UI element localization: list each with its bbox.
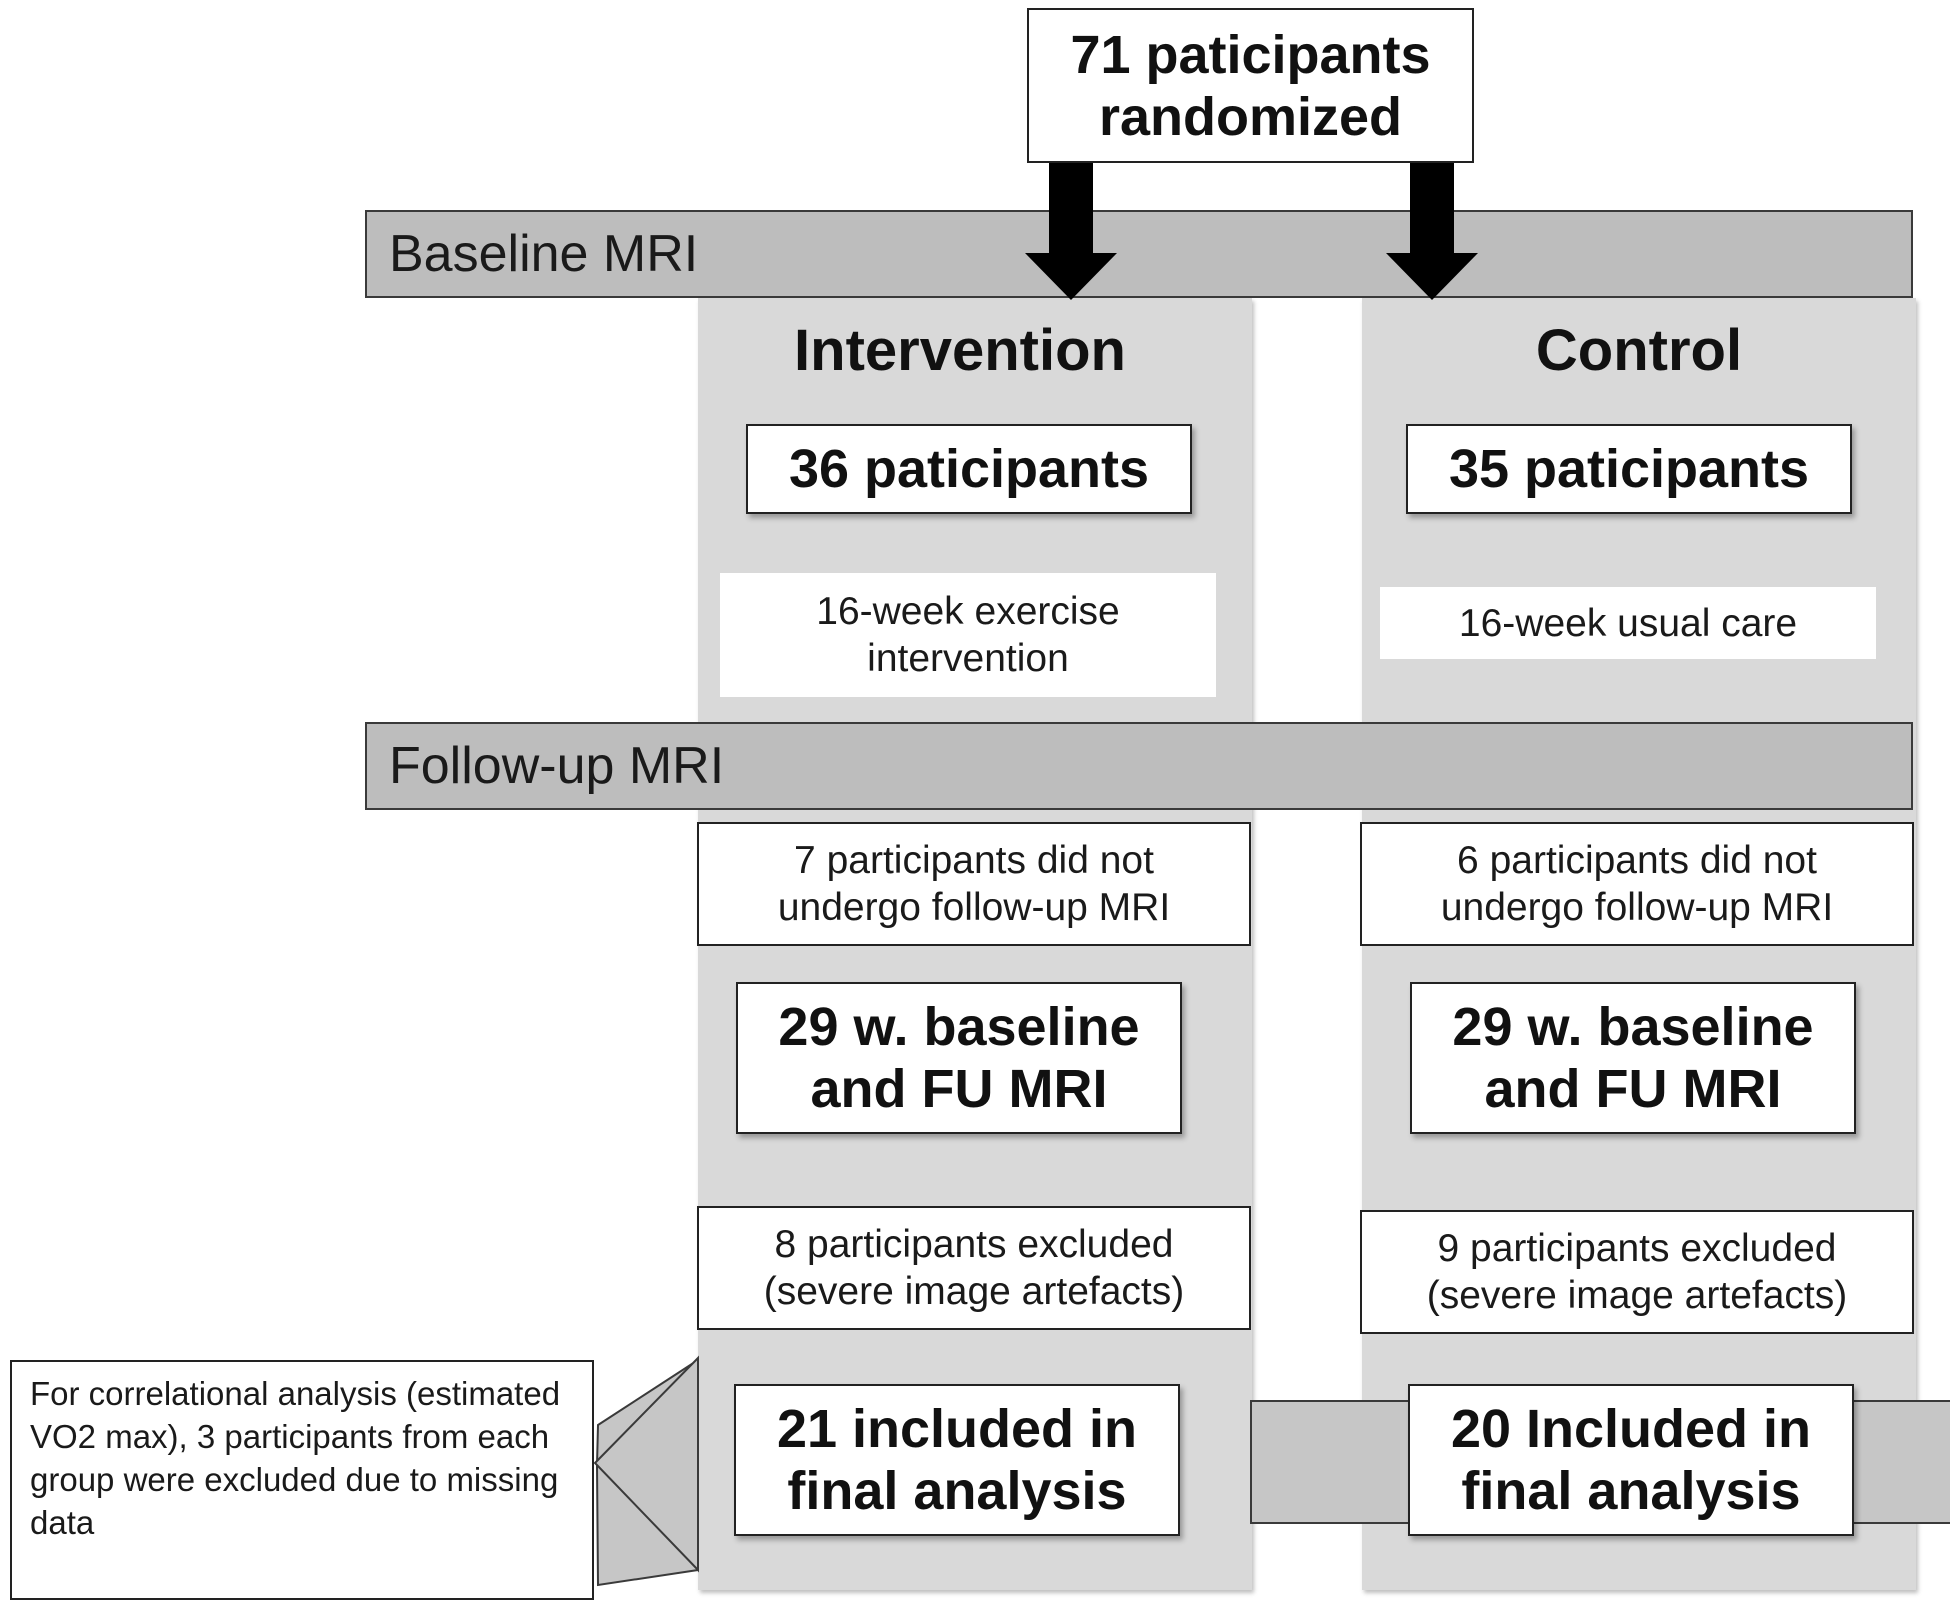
intervention-with-mri-box: 29 w. baseline and FU MRI <box>736 982 1182 1134</box>
intervention-participants-box: 36 paticipants <box>746 424 1192 514</box>
correlational-analysis-note-text: For correlational analysis (estimated VO… <box>30 1375 561 1541</box>
baseline-mri-band: Baseline MRI <box>365 210 1913 298</box>
control-participants-box: 35 paticipants <box>1406 424 1852 514</box>
control-excluded-box: 9 participants excluded (severe image ar… <box>1360 1210 1914 1334</box>
control-title: Control <box>1535 317 1743 383</box>
control-participants-label: 35 paticipants <box>1448 439 1810 499</box>
control-no-followup-box: 6 participants did not undergo follow-up… <box>1360 822 1914 946</box>
intervention-final-label: 21 included in final analysis <box>776 1399 1138 1521</box>
intervention-final-box: 21 included in final analysis <box>734 1384 1180 1536</box>
correlational-analysis-note: For correlational analysis (estimated VO… <box>10 1360 594 1600</box>
control-excluded-label: 9 participants excluded (severe image ar… <box>1426 1227 1848 1317</box>
intervention-treatment-label: 16-week exercise intervention <box>816 590 1120 680</box>
callout-pointer-triangle <box>593 1355 699 1573</box>
control-with-mri-box: 29 w. baseline and FU MRI <box>1410 982 1856 1134</box>
followup-mri-label: Follow-up MRI <box>389 737 725 795</box>
control-with-mri-label: 29 w. baseline and FU MRI <box>1452 997 1814 1119</box>
followup-mri-band: Follow-up MRI <box>365 722 1913 810</box>
control-treatment-label: 16-week usual care <box>1458 601 1798 645</box>
arrow-down-control <box>1386 163 1478 300</box>
intervention-excluded-box: 8 participants excluded (severe image ar… <box>697 1206 1251 1330</box>
intervention-no-followup-label: 7 participants did not undergo follow-up… <box>777 839 1171 929</box>
control-no-followup-label: 6 participants did not undergo follow-up… <box>1440 839 1834 929</box>
randomized-box: 71 paticipants randomized <box>1027 8 1474 163</box>
control-final-box: 20 Included in final analysis <box>1408 1384 1854 1536</box>
control-treatment-box: 16-week usual care <box>1380 587 1876 659</box>
randomized-label: 71 paticipants randomized <box>1070 24 1431 147</box>
control-final-label: 20 Included in final analysis <box>1450 1399 1812 1521</box>
arrow-down-intervention <box>1025 163 1117 300</box>
intervention-title: Intervention <box>794 317 1126 383</box>
intervention-treatment-box: 16-week exercise intervention <box>720 573 1216 697</box>
intervention-participants-label: 36 paticipants <box>788 439 1150 499</box>
intervention-with-mri-label: 29 w. baseline and FU MRI <box>778 997 1140 1119</box>
intervention-no-followup-box: 7 participants did not undergo follow-up… <box>697 822 1251 946</box>
intervention-excluded-label: 8 participants excluded (severe image ar… <box>763 1223 1185 1313</box>
baseline-mri-label: Baseline MRI <box>389 225 699 283</box>
